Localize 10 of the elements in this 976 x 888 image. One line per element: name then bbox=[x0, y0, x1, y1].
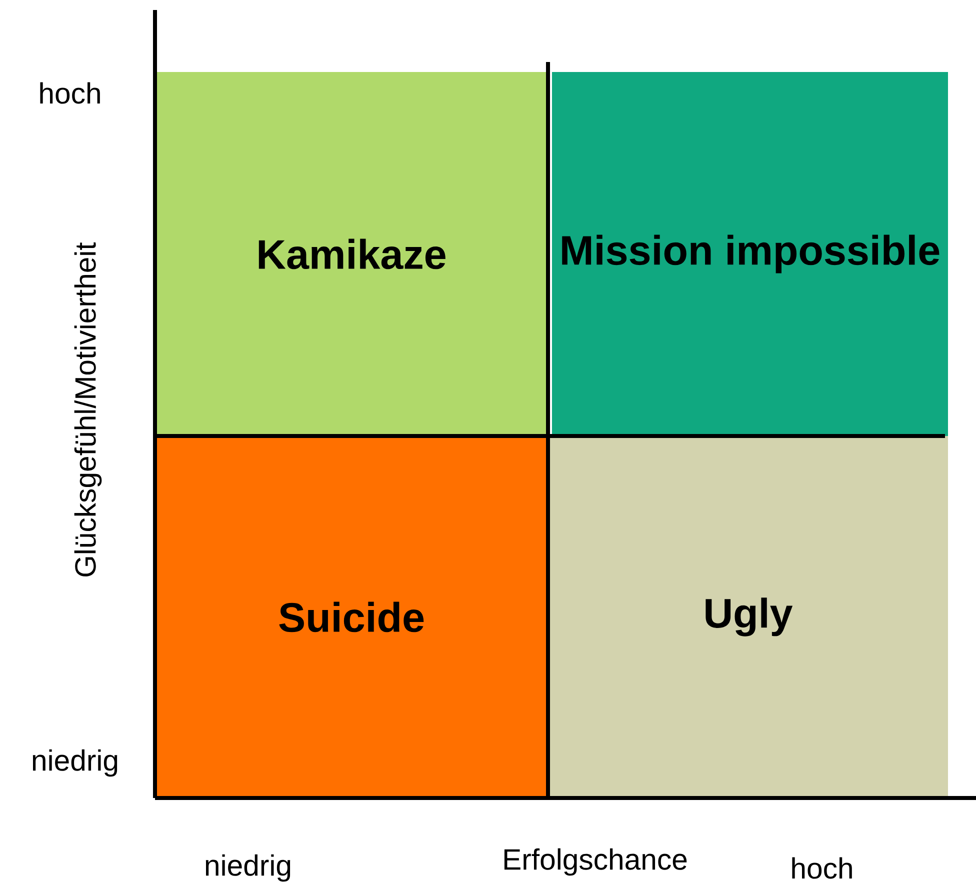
quadrant-box: Mission impossible bbox=[552, 72, 948, 436]
quadrant-box: Suicide bbox=[155, 436, 548, 798]
label-high: hoch bbox=[792, 857, 852, 879]
axis-title: Erfolgschance bbox=[504, 848, 687, 876]
label-high: hoch bbox=[40, 82, 100, 104]
quadrant-box: Kamikaze bbox=[155, 72, 548, 436]
label-low: niedrig bbox=[32, 749, 118, 777]
label-low: niedrig bbox=[206, 854, 290, 882]
axis-title: Glücksgefühl/Motiviertheit bbox=[74, 242, 102, 576]
quadrant-box: Ugly bbox=[548, 436, 948, 798]
